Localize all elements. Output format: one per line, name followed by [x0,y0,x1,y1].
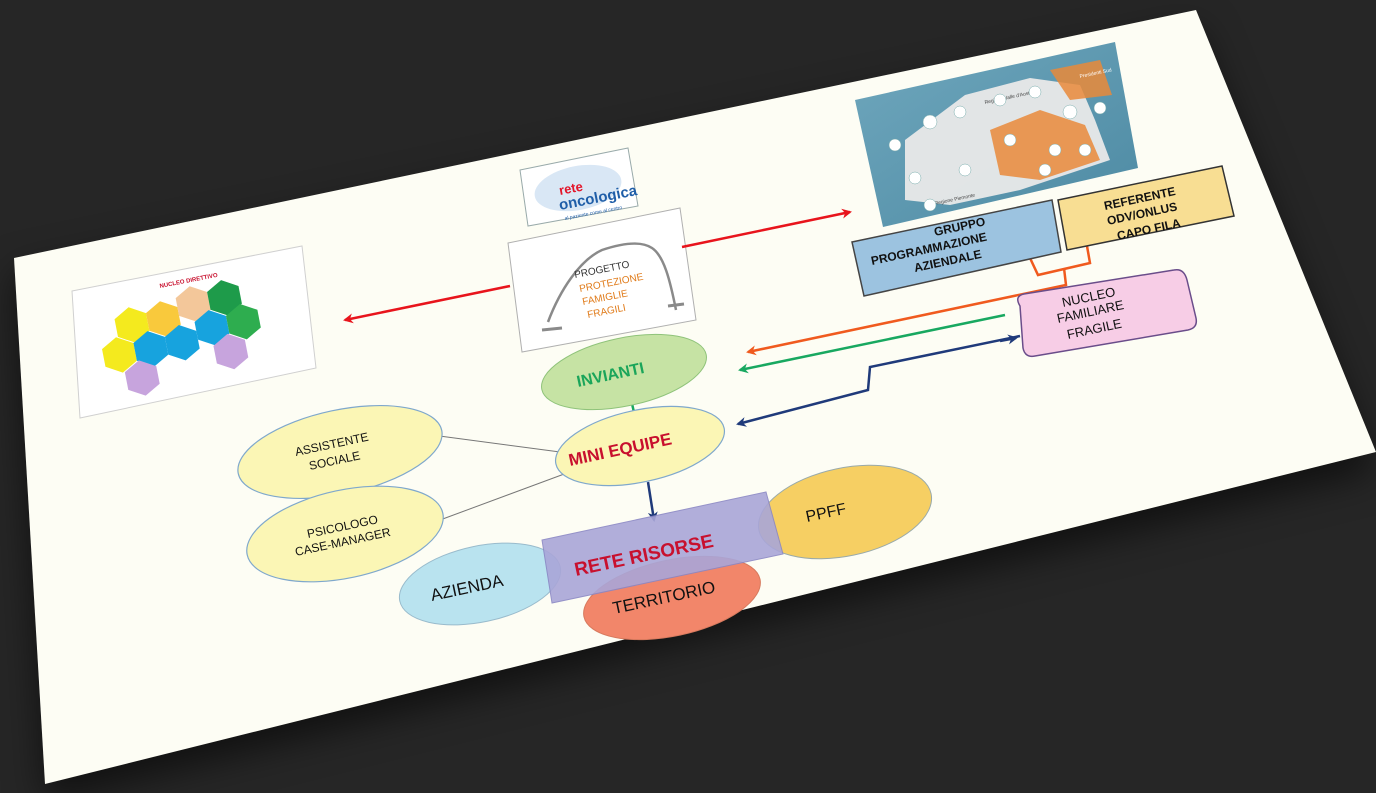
territory-map: Regione Valle d'Aosta Presidenti Sud Reg… [855,42,1138,227]
mini-equipe-node: MINI EQUIPE [554,405,726,487]
rete-oncologica-logo: rete oncologica al paziente come al cent… [519,147,639,227]
arrow-to-map [681,208,852,249]
arrow-green [738,313,1006,374]
arrow-navy-left [736,334,1021,427]
arrow-to-thumbnail [343,284,511,324]
gruppo-box: GRUPPO PROGRAMMAZIONE AZIENDALE [851,199,1062,297]
nucleo-box: NUCLEO FAMILIARE FRAGILE [1017,268,1198,358]
psicologo-node: PSICOLOGO CASE-MANAGER [246,485,444,583]
nucleo-direttivo-thumbnail: NUCLEO DIRETTIVO [71,245,317,419]
azienda-node: AZIENDA [398,542,562,626]
logo-line1: rete [558,179,584,198]
arrow-navy-right [999,334,1018,345]
progetto-box: PROGETTO PROTEZIONE FAMIGLIE FRAGILI [507,207,697,353]
invianti-node: INVIANTI [541,333,707,411]
line-psicologo [439,469,576,521]
line-assistente [431,434,561,453]
assistente-node: ASSISTENTE SOCIALE [237,404,443,500]
arrow-to-rete [646,481,658,522]
arrow-orange [746,267,1068,356]
rete-risorse-node: RETE RISORSE [541,491,784,604]
slide-sheet [14,10,1376,784]
hexagon-cluster [102,280,261,396]
map-node-icons [888,85,1107,212]
referente-box: REFERENTE ODV/ONLUS CAPO FILA [1057,165,1235,251]
connectors [343,208,1092,522]
